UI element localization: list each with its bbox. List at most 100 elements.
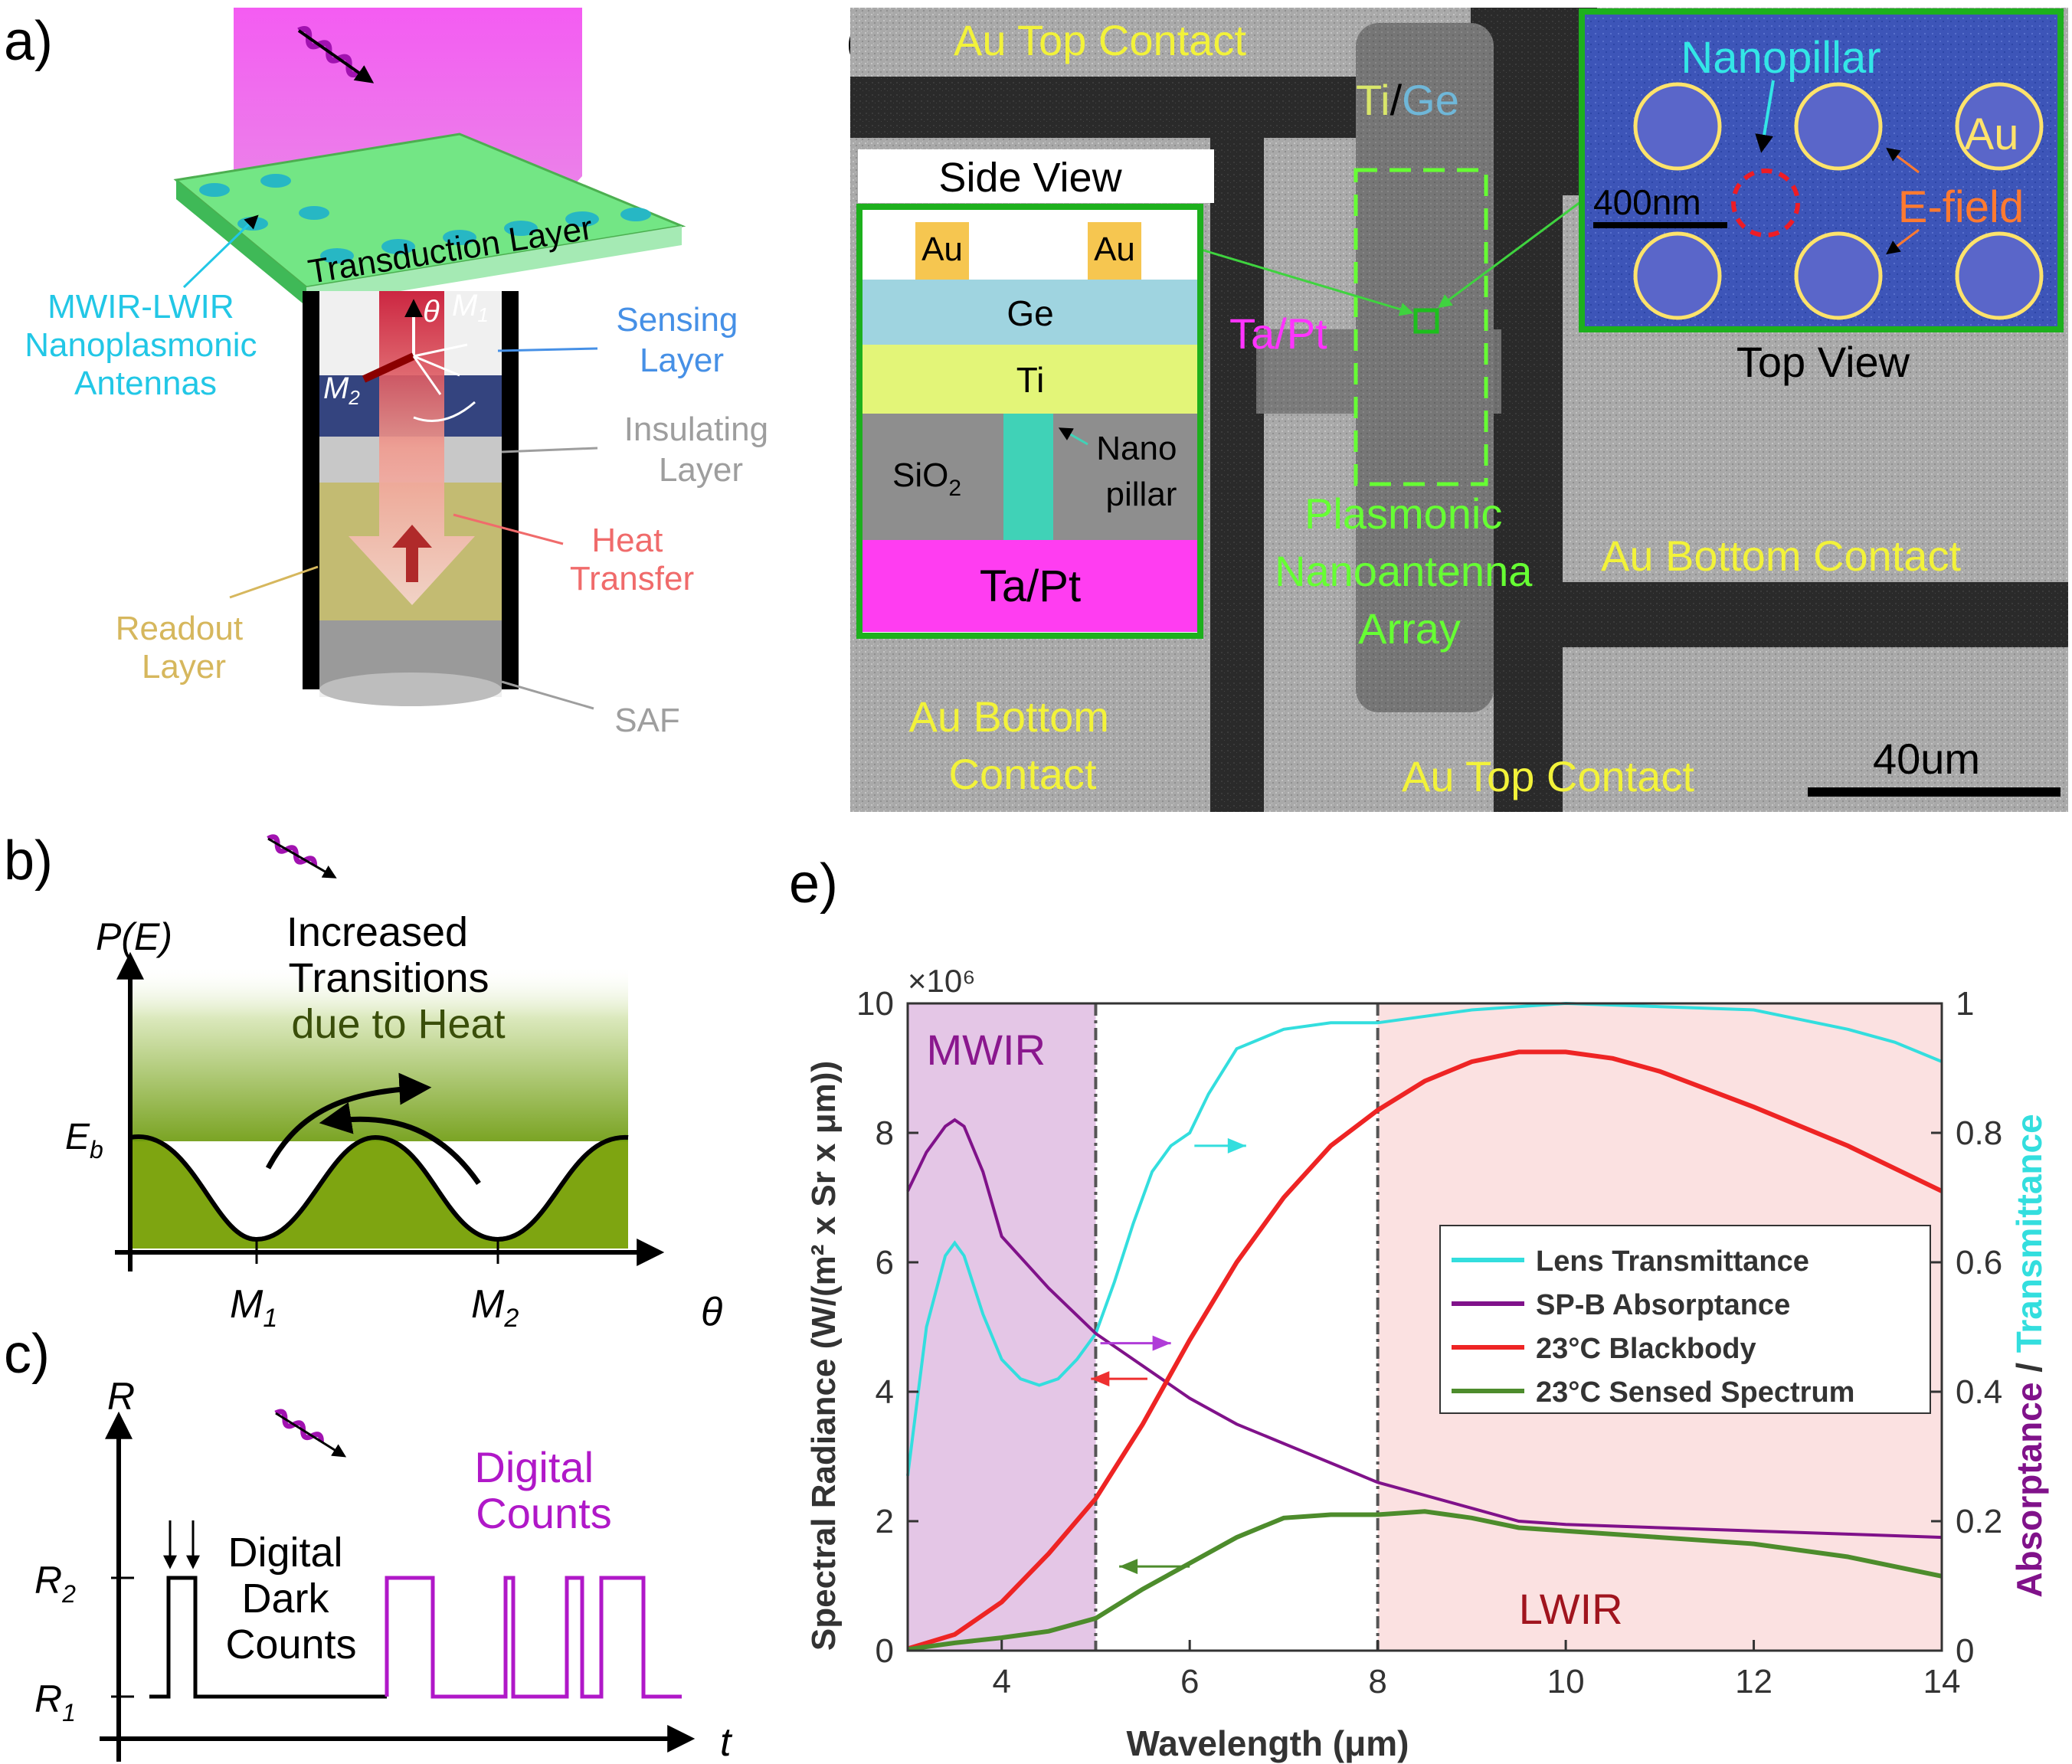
- digital-counts-label: Digital Counts: [474, 1443, 611, 1537]
- top-view-inset: Nanopillar Au 400nm E-field: [1579, 8, 2064, 332]
- legend-label: 23°C Blackbody: [1536, 1333, 1756, 1365]
- panel-c-label: c): [4, 1324, 50, 1385]
- b-yaxis-label: P(E): [96, 915, 172, 958]
- efield-pointer-2: [1886, 228, 1920, 255]
- tube-wall-right: [502, 291, 519, 689]
- plasmonic-array-label: Plasmonic Nanoantenna Array: [1275, 489, 1544, 653]
- nanopillar-grid: [1633, 82, 2044, 320]
- x-tick-label: 12: [1735, 1663, 1772, 1700]
- photon-wave-icon: [297, 25, 375, 83]
- transition-arrow-left: [319, 1102, 481, 1185]
- au-bottom-contact-1: Au Bottom Contact: [1601, 532, 1961, 580]
- x-axis-title: Wavelength (μm): [1127, 1723, 1409, 1763]
- arrow-blackbody-head: [1091, 1371, 1110, 1387]
- readout-label: Readout Layer: [116, 610, 253, 686]
- y-tick-label: 8: [876, 1114, 894, 1152]
- y-tick-label: 4: [876, 1373, 894, 1411]
- readout-pointer: [229, 565, 319, 599]
- side-au-right-label: Au: [1094, 231, 1135, 268]
- side-ge-label: Ge: [1007, 293, 1053, 333]
- side-view-inset: Au Au Ge Ti SiO2 Nano pillar Ta/Pt: [856, 204, 1203, 639]
- efield-pointer-1: [1886, 147, 1920, 174]
- dark-counts-label: Digital Dark Counts: [225, 1530, 356, 1667]
- inset-nanopillar-pointer: [1755, 80, 1775, 153]
- y2-tick-label: 0.8: [1956, 1114, 2002, 1152]
- x-tick-label: 4: [992, 1663, 1010, 1700]
- scale-bar-40um: [1808, 787, 2061, 797]
- sem-trace-left: [1210, 138, 1264, 812]
- y2-tick-label: 0.2: [1956, 1503, 2002, 1540]
- m2-arrow: [362, 352, 416, 383]
- y-multiplier: ×10⁶: [908, 963, 976, 999]
- dark-count-trace: [149, 1576, 387, 1699]
- side-tapt-layer: [863, 540, 1197, 632]
- b-m2-label: M2: [471, 1282, 519, 1333]
- transduction-plate-edge: [306, 226, 682, 306]
- side-view-title: Side View: [938, 155, 1122, 201]
- top-view-title: Top View: [1736, 338, 1910, 386]
- panel-a: a) Transduction Layer: [4, 8, 768, 739]
- zoom-marker: [1413, 308, 1439, 334]
- top-view-pointer: [1438, 194, 1590, 309]
- precession-arc: [413, 401, 476, 422]
- au-bottom-contact-2: Au Bottom Contact: [908, 692, 1121, 798]
- side-view-pointer: [1198, 247, 1414, 316]
- m-arrow-1: [413, 343, 468, 358]
- arrow-sensed-head: [1119, 1559, 1138, 1575]
- y2-axis-title: Absorptance / Transmittance: [2009, 1114, 2049, 1597]
- photon-wave-icon: [267, 834, 337, 879]
- side-au-left: [915, 222, 969, 280]
- m-arrow-2: [413, 355, 460, 377]
- m2-label: M2: [323, 371, 360, 409]
- panel-d: d) Au Top Contact Ti/Ge Ta/Pt Plasmonic …: [846, 8, 2068, 812]
- panel-c: c) R R2 R1 Digital Dark Counts Digital C…: [4, 1324, 733, 1764]
- y-tick-label: 10: [856, 985, 894, 1023]
- region-label-lwir: LWIR: [1519, 1585, 1623, 1633]
- y-axis-title: Spectral Radiance (W/(m² x Sr x μm)): [805, 1061, 843, 1651]
- theta-label: θ: [423, 295, 440, 329]
- sem-trace-right: [1494, 191, 1563, 812]
- saf-label: SAF: [614, 702, 680, 739]
- legend-label: 23°C Sensed Spectrum: [1536, 1376, 1854, 1409]
- inset-scale-label: 400nm: [1593, 182, 1701, 222]
- sem-trace-bottom-right: [1555, 582, 2068, 647]
- sensing-pointer: [497, 347, 598, 352]
- series-sp-b-absorptance: [906, 1118, 1943, 1540]
- digital-count-trace: [385, 1576, 682, 1699]
- y-tick-label: 2: [876, 1503, 894, 1540]
- au-top-contact-1: Au Top Contact: [954, 16, 1246, 64]
- side-au-left-label: Au: [921, 231, 963, 268]
- c-t-label: t: [720, 1720, 733, 1764]
- side-ge-layer: [863, 280, 1197, 345]
- heat-pointer: [453, 513, 564, 545]
- y-tick-label: 6: [876, 1244, 894, 1281]
- region-label-mwir: MWIR: [927, 1026, 1046, 1074]
- y2-tick-label: 0.6: [1956, 1244, 2002, 1281]
- y2-tick-label: 0: [1956, 1632, 1974, 1670]
- panel-b: b) P(E) Eb Increased Transitions due to …: [4, 830, 722, 1334]
- antennas-pointer: [182, 214, 259, 289]
- b-m1-label: M1: [230, 1282, 277, 1333]
- inset-au-label: Au: [1965, 110, 2019, 159]
- sem-crossbar: [1256, 329, 1501, 414]
- series-23-c-sensed-spectrum: [907, 1509, 1943, 1652]
- m1-label: M1: [452, 289, 489, 326]
- heat-transfer-label: Heat Transfer: [570, 522, 694, 597]
- inset-scale-bar: [1593, 222, 1727, 228]
- photon-wave-icon: [274, 1409, 347, 1458]
- b-title: Increased Transitions due to Heat: [286, 909, 506, 1047]
- y2-tick-label: 0.4: [1956, 1373, 2002, 1411]
- side-au-right: [1088, 222, 1141, 280]
- y2-tick-label: 1: [1956, 985, 1974, 1023]
- inset-nanopillar-label: Nanopillar: [1681, 33, 1881, 83]
- side-view-title-bg: [858, 149, 1214, 203]
- scale-bar-label: 40um: [1873, 735, 1980, 783]
- transduction-plate-side: [176, 180, 306, 306]
- side-nanopillar: [1003, 414, 1053, 540]
- side-sio2-label: SiO2: [892, 457, 961, 501]
- legend-box: [1439, 1225, 1931, 1414]
- energy-well-fill: [130, 1136, 628, 1249]
- panel-b-label: b): [4, 830, 53, 892]
- insulating-pointer: [501, 447, 598, 453]
